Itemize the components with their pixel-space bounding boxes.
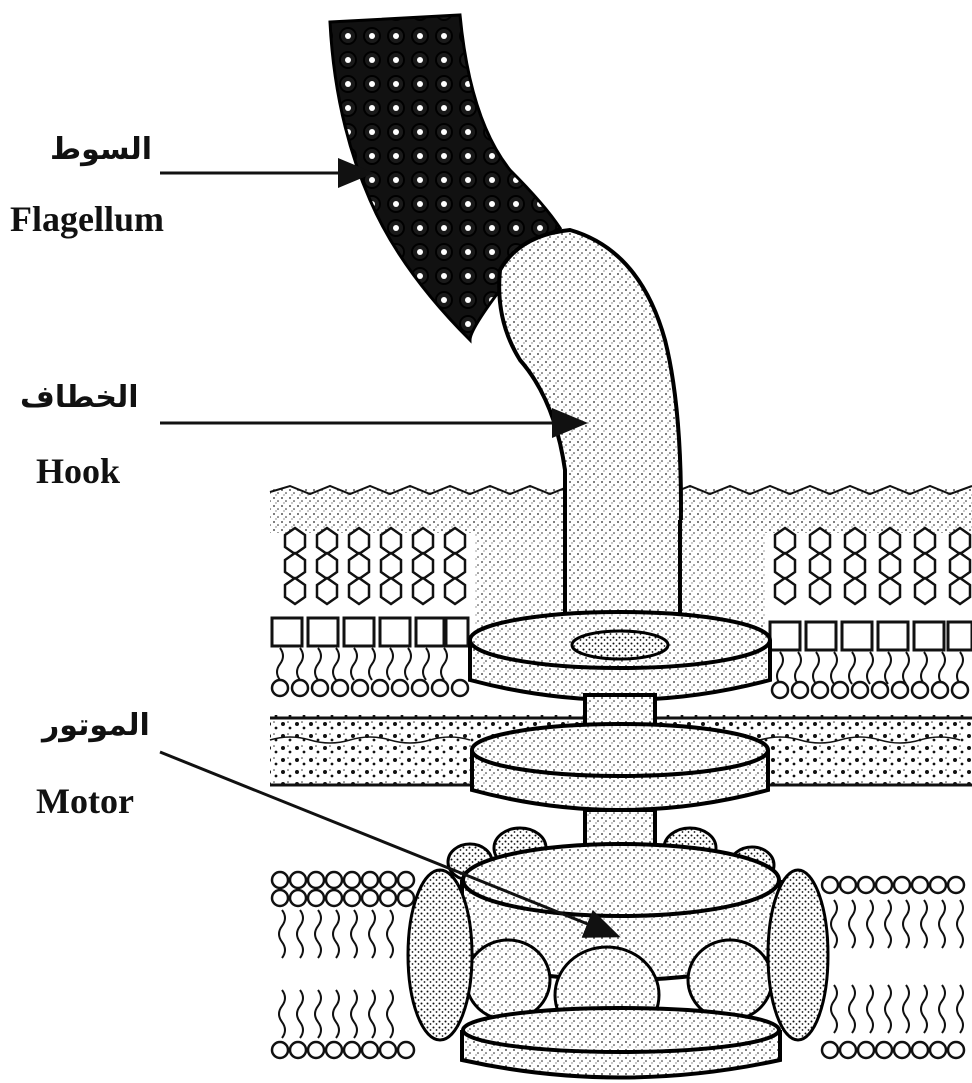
hook-label-en: Hook (36, 450, 120, 492)
p-ring (472, 724, 768, 810)
hook-label-ar: الخطاف (20, 380, 139, 415)
flagellum-label-en: Flagellum (10, 198, 164, 240)
motor-label-ar: الموتور (42, 708, 150, 743)
l-ring (470, 612, 770, 700)
flagellum-label-ar: السوط (50, 132, 152, 167)
motor-body (408, 844, 828, 1078)
motor-label-en: Motor (36, 780, 134, 822)
